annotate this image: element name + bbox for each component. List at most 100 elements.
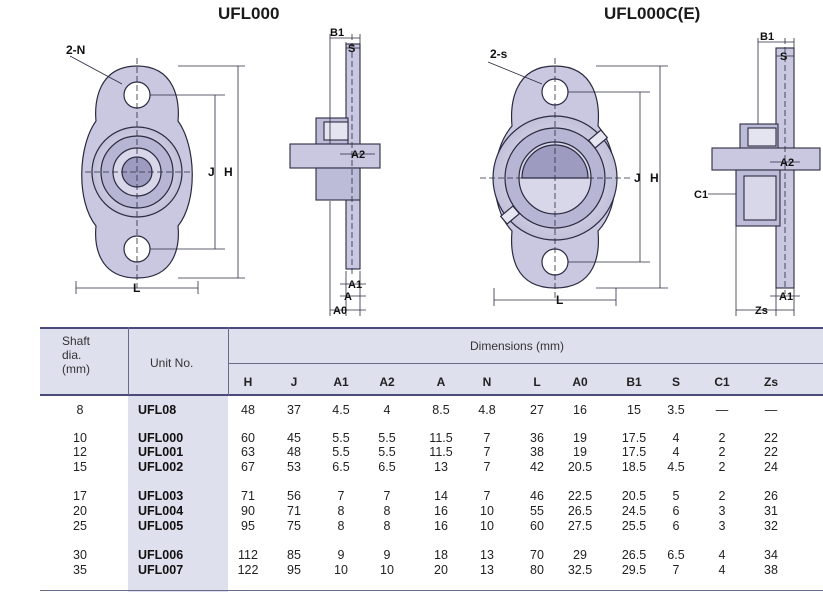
value-cell-n: 7 bbox=[483, 431, 491, 445]
label-2-n: 2-N bbox=[66, 43, 85, 57]
label-a0-left: A0 bbox=[333, 305, 347, 317]
value-cell-l: 70 bbox=[530, 548, 544, 562]
value-cell-j: 37 bbox=[287, 403, 301, 417]
col-header-a1: A1 bbox=[333, 375, 349, 389]
label-a1-right: A1 bbox=[779, 291, 793, 303]
value-cell-a2: 4 bbox=[383, 403, 391, 417]
value-cell-a0: 29 bbox=[573, 548, 587, 562]
value-cell-l: 80 bbox=[530, 563, 544, 577]
value-cell-a1: 8 bbox=[337, 519, 345, 533]
value-cell-a1: 8 bbox=[337, 504, 345, 518]
value-cell-n: 7 bbox=[483, 445, 491, 459]
value-cell-n: 7 bbox=[483, 460, 491, 474]
value-cell-a2: 8 bbox=[383, 504, 391, 518]
value-cell-zs: 32 bbox=[764, 519, 778, 533]
value-cell-s: 6.5 bbox=[667, 548, 685, 562]
label-l-left: L bbox=[133, 281, 140, 295]
value-cell-a2: 7 bbox=[383, 489, 391, 503]
col-header-h: H bbox=[243, 375, 253, 389]
value-cell-l: 46 bbox=[530, 489, 544, 503]
value-cell-h: 67 bbox=[241, 460, 255, 474]
label-h-right: H bbox=[650, 171, 659, 185]
shaft-col-divider bbox=[128, 327, 129, 395]
value-cell-h: 122 bbox=[237, 563, 259, 577]
dims-divider bbox=[228, 363, 823, 364]
label-c1: C1 bbox=[694, 189, 708, 201]
value-cell-h: 63 bbox=[241, 445, 255, 459]
value-cell-b1: 18.5 bbox=[621, 460, 647, 474]
value-cell-a: 13 bbox=[434, 460, 448, 474]
value-cell-s: 5 bbox=[672, 489, 680, 503]
value-cell-zs: 24 bbox=[764, 460, 778, 474]
label-a2-left: A2 bbox=[351, 149, 365, 161]
value-cell-s: 4 bbox=[672, 431, 680, 445]
value-cell-b1: 17.5 bbox=[621, 431, 647, 445]
table-header-bg bbox=[40, 327, 823, 395]
value-cell-c1: 4 bbox=[718, 563, 726, 577]
shaft-dia-cell: 15 bbox=[73, 460, 87, 474]
value-cell-l: 38 bbox=[530, 445, 544, 459]
label-s-right: S bbox=[780, 51, 787, 63]
value-cell-c1: 3 bbox=[718, 504, 726, 518]
value-cell-c1: 2 bbox=[718, 431, 726, 445]
value-cell-a0: 19 bbox=[573, 431, 587, 445]
value-cell-zs: 31 bbox=[764, 504, 778, 518]
col-header-s: S bbox=[671, 375, 680, 389]
value-cell-h: 60 bbox=[241, 431, 255, 445]
label-zs: Zs bbox=[755, 305, 768, 317]
value-cell-j: 56 bbox=[287, 489, 301, 503]
value-cell-c1: 2 bbox=[718, 460, 726, 474]
value-cell-l: 36 bbox=[530, 431, 544, 445]
label-a2-right: A2 bbox=[780, 157, 794, 169]
value-cell-c1: 4 bbox=[718, 548, 726, 562]
col-header-a: A bbox=[436, 375, 446, 389]
unit-no-cell: UFL004 bbox=[138, 504, 184, 518]
value-cell-l: 42 bbox=[530, 460, 544, 474]
value-cell-a2: 10 bbox=[380, 563, 394, 577]
value-cell-n: 10 bbox=[480, 504, 494, 518]
value-cell-s: 4 bbox=[672, 445, 680, 459]
value-cell-j: 95 bbox=[287, 563, 301, 577]
unit-no-cell: UFL007 bbox=[138, 563, 184, 577]
unit-no-cell: UFL002 bbox=[138, 460, 184, 474]
col-header-b1: B1 bbox=[626, 375, 642, 389]
value-cell-h: 112 bbox=[238, 548, 258, 562]
value-cell-a: 16 bbox=[434, 519, 448, 533]
label-b1-left: B1 bbox=[330, 27, 344, 39]
value-cell-j: 85 bbox=[287, 548, 301, 562]
value-cell-b1: 26.5 bbox=[621, 548, 647, 562]
col-header-zs: Zs bbox=[763, 375, 778, 389]
label-2-s: 2-s bbox=[490, 47, 508, 61]
value-cell-j: 71 bbox=[287, 504, 301, 518]
value-cell-a: 8.5 bbox=[432, 403, 450, 417]
value-cell-a0: 22.5 bbox=[567, 489, 593, 503]
value-cell-a0: 27.5 bbox=[567, 519, 593, 533]
label-a1-left: A1 bbox=[348, 279, 362, 291]
label-l-right: L bbox=[556, 293, 563, 307]
side-view-ufl000 bbox=[289, 43, 381, 270]
col-header-a2: A2 bbox=[379, 375, 395, 389]
value-cell-a0: 26.5 bbox=[567, 504, 593, 518]
value-cell-n: 13 bbox=[480, 563, 494, 577]
value-cell-a: 11.5 bbox=[429, 445, 453, 459]
unit-no-cell: UFL006 bbox=[138, 548, 184, 562]
dimensions-header: Dimensions (mm) bbox=[470, 339, 565, 353]
value-cell-h: 48 bbox=[241, 403, 255, 417]
dimensions-table: Shaft dia. (mm) Unit No. Dimensions (mm)… bbox=[40, 327, 823, 592]
value-cell-c1: 2 bbox=[718, 445, 726, 459]
unit-no-cell: UFL08 bbox=[138, 403, 177, 417]
shaft-header: Shaft dia. (mm) bbox=[62, 334, 91, 376]
value-cell-h: 71 bbox=[241, 489, 255, 503]
value-cell-a2: 6.5 bbox=[378, 460, 396, 474]
unit-no-cell: UFL000 bbox=[138, 431, 184, 445]
value-cell-zs: 34 bbox=[764, 548, 778, 562]
value-cell-a: 14 bbox=[434, 489, 448, 503]
side-view-ufl000ce bbox=[711, 47, 821, 289]
label-a-left: A bbox=[344, 291, 352, 303]
value-cell-b1: 25.5 bbox=[621, 519, 647, 533]
col-header-a0: A0 bbox=[572, 375, 588, 389]
technical-drawing: 2-N J H L B1 S A2 A1 A A0 bbox=[66, 27, 821, 317]
value-cell-a0: 16 bbox=[573, 403, 587, 417]
value-cell-b1: 15 bbox=[627, 403, 641, 417]
table-bottom-rule bbox=[40, 590, 823, 591]
